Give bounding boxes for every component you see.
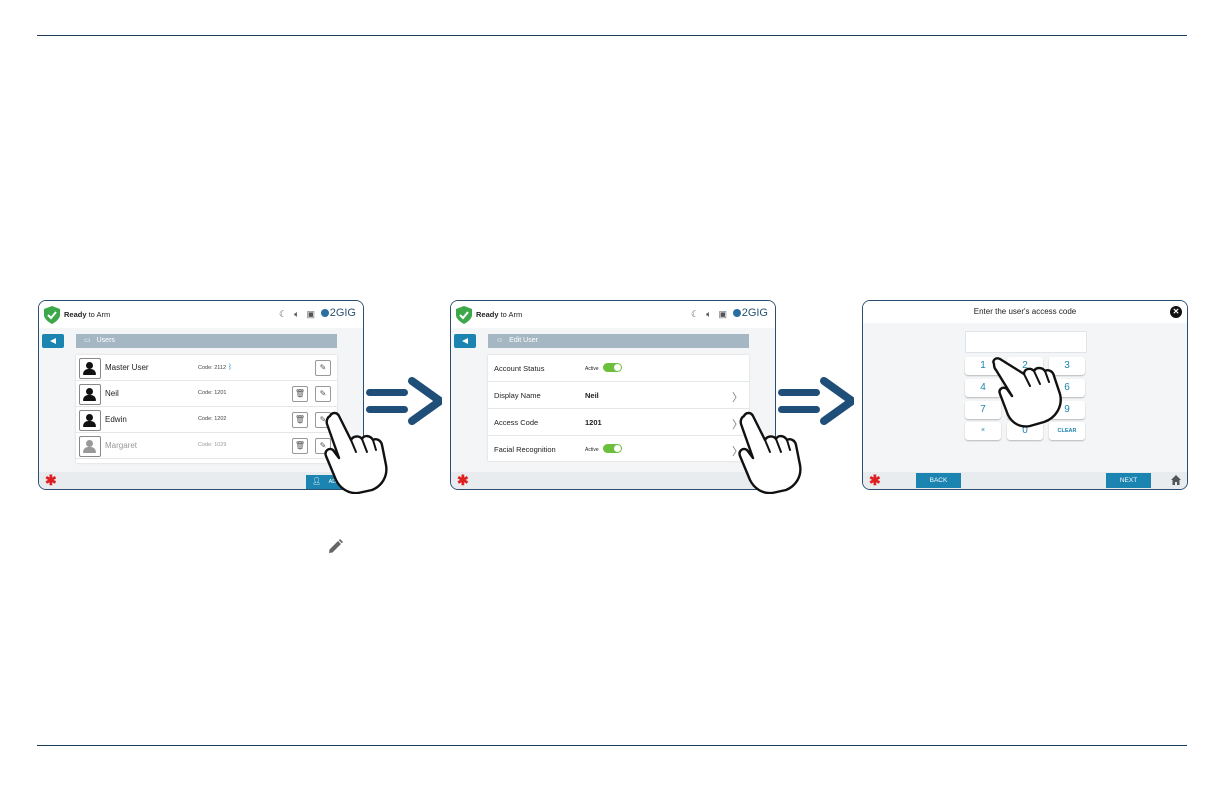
- user-icon: ☺: [496, 337, 504, 344]
- pencil-icon: [329, 539, 343, 553]
- bottom-bar: ✱: [451, 472, 775, 489]
- bottom-bar: ✱ 👤︎ADD USER: [39, 472, 363, 489]
- account-status-row[interactable]: Account Status Active: [488, 355, 749, 382]
- user-name: Margaret: [105, 441, 138, 450]
- user-code: Code: 1029: [198, 442, 227, 448]
- section-header: ▭Users: [76, 334, 337, 348]
- account-status-toggle[interactable]: [603, 363, 622, 372]
- facial-recognition-toggle[interactable]: [603, 444, 622, 453]
- users-screen: Ready to Arm ☾ 🔈︎ ▣ 2GIG ▭Users Master U…: [38, 300, 364, 490]
- keypad-key-1[interactable]: 1: [965, 357, 1001, 375]
- section-header: ☺Edit User: [488, 334, 749, 348]
- edit-user-screen: Ready to Arm ☾ 🔈︎ ▣ 2GIG ☺Edit User Acco…: [450, 300, 776, 490]
- speaker-icon[interactable]: 🔈︎: [294, 309, 300, 319]
- logo-mark-icon: [320, 309, 329, 317]
- bottom-bar: ✱ BACK NEXT: [863, 472, 1187, 489]
- dialog-title: Enter the user's access code: [863, 301, 1187, 323]
- keypad-clear-button[interactable]: CLEAR: [1049, 422, 1085, 440]
- chevron-right-icon[interactable]: 〉: [732, 446, 743, 458]
- list-item[interactable]: Neil Code: 1201 🗑︎ ✎: [76, 381, 337, 407]
- top-rule: [37, 35, 1187, 36]
- list-item[interactable]: Edwin Code: 1202 🗑︎ ✎: [76, 407, 337, 433]
- asterisk-icon[interactable]: ✱: [869, 472, 881, 488]
- user-icon: [79, 436, 101, 457]
- user-icon: [79, 410, 101, 431]
- user-name: Master User: [105, 363, 149, 372]
- pointing-hand-icon: [738, 411, 802, 494]
- status-bar: Ready to Arm ☾ 🔈︎ ▣ 2GIG: [451, 301, 775, 328]
- list-item[interactable]: Margaret Code: 1029 🗑︎ ✎: [76, 433, 337, 459]
- arm-status: Ready to Arm: [476, 310, 523, 319]
- trash-icon[interactable]: 🗑︎: [292, 386, 308, 402]
- user-code: Code: 1202: [198, 416, 227, 422]
- keypad-key-backspace[interactable]: ×: [965, 422, 1001, 440]
- pencil-icon[interactable]: ✎: [315, 360, 331, 376]
- user-code: Code: 1201: [198, 390, 227, 396]
- bluetooth-icon: ᛒ: [228, 364, 233, 371]
- row-label: Account Status: [494, 364, 545, 373]
- double-arrow-icon: [366, 377, 442, 425]
- arm-status: Ready to Arm: [64, 310, 111, 319]
- user-name: Neil: [105, 389, 119, 398]
- user-name: Edwin: [105, 415, 127, 424]
- back-button[interactable]: [454, 334, 476, 348]
- trash-icon[interactable]: 🗑︎: [292, 438, 308, 454]
- pointing-hand-icon: [324, 411, 388, 494]
- row-label: Display Name: [494, 391, 541, 400]
- camera-icon[interactable]: ▣: [718, 309, 727, 319]
- keypad-key-3[interactable]: 3: [1049, 357, 1085, 375]
- status-bar: Ready to Arm ☾ 🔈︎ ▣ 2GIG: [39, 301, 363, 328]
- row-label: Facial Recognition: [494, 445, 556, 454]
- bottom-rule: [37, 745, 1187, 746]
- toggle-label: Active: [585, 447, 599, 453]
- display-name-row[interactable]: Display Name Neil 〉: [488, 382, 749, 409]
- trash-icon[interactable]: 🗑︎: [292, 412, 308, 428]
- shield-check-icon: [456, 306, 472, 324]
- moon-icon[interactable]: ☾: [691, 309, 700, 319]
- speaker-icon[interactable]: 🔈︎: [706, 309, 712, 319]
- pencil-icon[interactable]: ✎: [315, 386, 331, 402]
- brand-logo: 2GIG: [320, 307, 356, 319]
- shield-check-icon: [44, 306, 60, 324]
- row-value: Neil: [585, 391, 599, 400]
- brand-logo: 2GIG: [732, 307, 768, 319]
- facial-recognition-row[interactable]: Facial Recognition Active 〉: [488, 436, 749, 462]
- close-icon[interactable]: ✕: [1170, 306, 1182, 318]
- back-button[interactable]: BACK: [916, 473, 961, 488]
- asterisk-icon[interactable]: ✱: [457, 472, 469, 488]
- access-code-row[interactable]: Access Code 1201 〉: [488, 409, 749, 436]
- double-arrow-icon: [778, 377, 854, 425]
- back-button[interactable]: [42, 334, 64, 348]
- user-icon: [79, 358, 101, 379]
- chevron-right-icon[interactable]: 〉: [732, 392, 743, 404]
- row-value: 1201: [585, 418, 602, 427]
- keypad-key-7[interactable]: 7: [965, 401, 1001, 419]
- next-button[interactable]: NEXT: [1106, 473, 1151, 488]
- camera-icon[interactable]: ▣: [306, 309, 315, 319]
- pointing-hand-icon: [992, 357, 1062, 428]
- moon-icon[interactable]: ☾: [279, 309, 288, 319]
- logo-mark-icon: [732, 309, 741, 317]
- asterisk-icon[interactable]: ✱: [45, 472, 57, 488]
- keypad-key-0[interactable]: 0: [1007, 422, 1043, 440]
- user-icon: [79, 384, 101, 405]
- keypad-key-4[interactable]: 4: [965, 379, 1001, 397]
- home-icon[interactable]: [1170, 474, 1182, 486]
- users-icon: ▭: [84, 337, 91, 344]
- access-code-input[interactable]: [965, 331, 1087, 353]
- toggle-label: Active: [585, 366, 599, 372]
- chevron-right-icon[interactable]: 〉: [732, 419, 743, 431]
- add-user-icon: 👤︎: [312, 478, 321, 485]
- row-label: Access Code: [494, 418, 539, 427]
- edit-user-form: Account Status Active Display Name Neil …: [488, 355, 749, 461]
